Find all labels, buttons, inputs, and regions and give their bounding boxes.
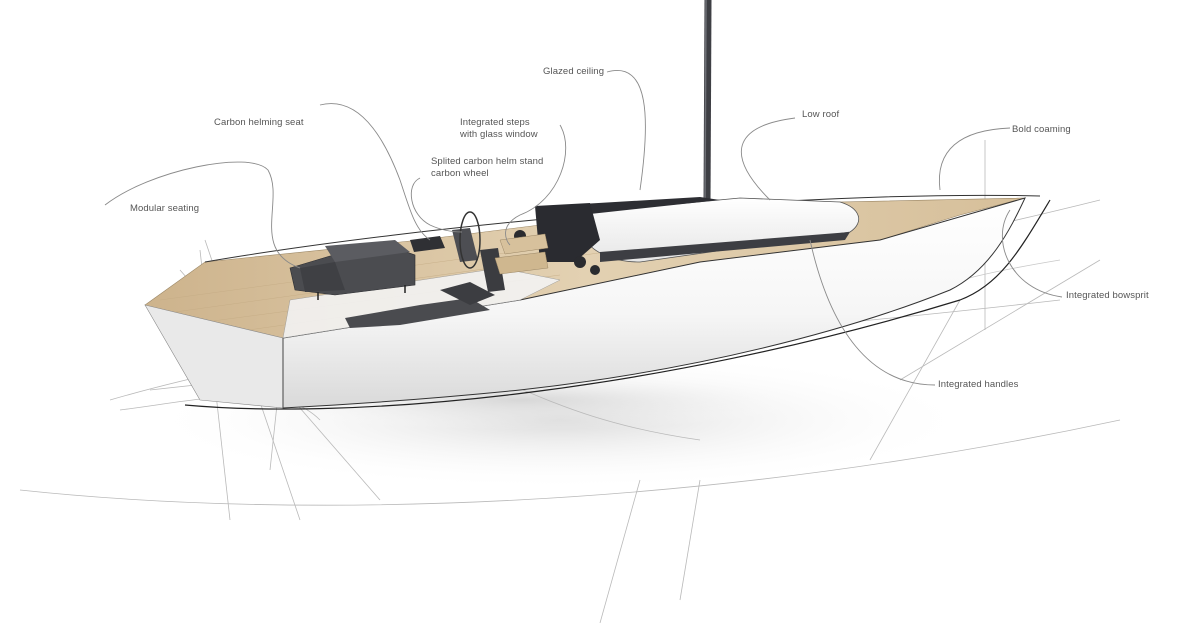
label-text: Integrated bowsprit: [1066, 290, 1149, 301]
cockpit-cushion: [345, 298, 490, 328]
winch: [590, 265, 600, 275]
leader-splited-helm: [410, 177, 463, 233]
label-integrated-steps: Integrated steps with glass window: [460, 117, 538, 141]
leader-low-roof: [740, 117, 796, 201]
hull-side: [282, 197, 1026, 409]
leader-integrated-bowsprit: [1001, 209, 1063, 298]
helming-seat: [410, 236, 445, 252]
mast: [703, 0, 712, 206]
label-text: Glazed ceiling: [543, 66, 605, 77]
label-splited-helm: Splited carbon helm stand carbon wheel: [431, 156, 543, 180]
label-integrated-bowsprit: Integrated bowsprit: [1066, 290, 1149, 302]
leader-modular-seating: [104, 161, 301, 269]
winch: [574, 256, 586, 268]
label-text: Low roof: [802, 109, 840, 120]
leader-glazed-ceiling: [606, 70, 646, 191]
label-line-2: carbon wheel: [431, 168, 489, 179]
glazed-ceiling-panel: [565, 197, 720, 214]
label-text: Modular seating: [130, 203, 200, 214]
label-text: Bold coaming: [1012, 124, 1071, 135]
label-line-2: with glass window: [460, 129, 538, 140]
label-low-roof: Low roof: [802, 109, 839, 121]
leader-integrated-steps: [505, 124, 567, 246]
label-line-1: Splited carbon helm stand: [431, 156, 544, 167]
label-integrated-handles: Integrated handles: [938, 379, 1019, 391]
callout-leaders: [104, 70, 1063, 386]
integrated-steps: [499, 233, 549, 255]
label-carbon-helming-seat: Carbon helming seat: [214, 117, 304, 129]
label-text: Carbon helming seat: [214, 117, 304, 128]
modular-sofa: [289, 240, 416, 300]
label-text: Integrated handles: [938, 379, 1019, 390]
leader-carbon-helming-seat: [319, 103, 431, 241]
leader-integrated-handles: [809, 239, 936, 386]
label-bold-coaming: Bold coaming: [1012, 124, 1071, 136]
hull-bottom-line: [184, 199, 1051, 410]
leader-bold-coaming: [938, 127, 1011, 191]
label-glazed-ceiling: Glazed ceiling: [543, 66, 604, 78]
label-line-1: Integrated steps: [460, 117, 530, 128]
label-modular-seating: Modular seating: [130, 203, 199, 215]
